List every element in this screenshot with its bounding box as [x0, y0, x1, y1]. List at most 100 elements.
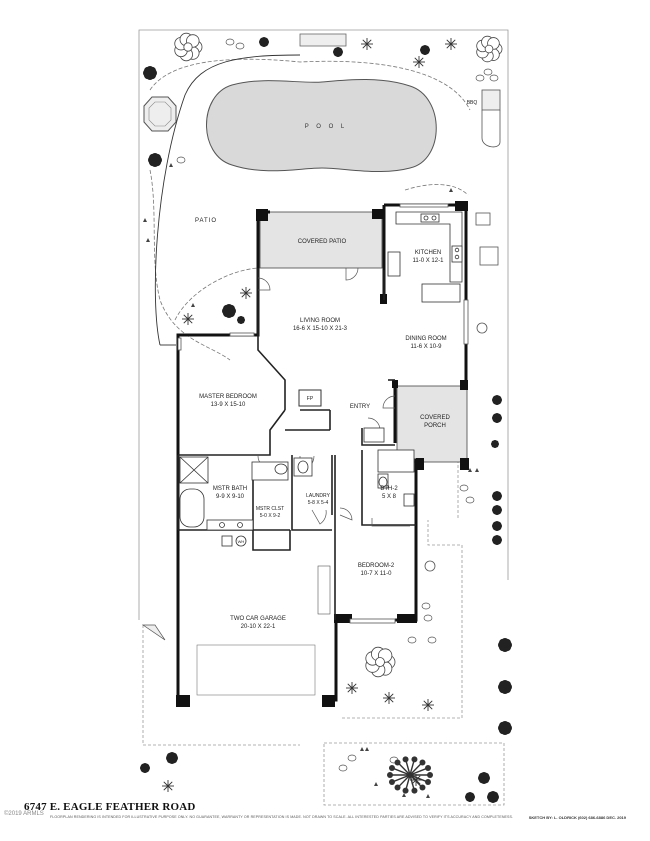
master-bath-dims: 9-9 X 9-10 [216, 494, 245, 500]
shrub [498, 638, 512, 653]
master-closet-name: MSTR CLST [256, 506, 284, 512]
flower-bush [174, 32, 203, 62]
small-plant [468, 468, 472, 472]
spiky-plant [445, 38, 457, 50]
shrub [492, 413, 502, 423]
small-plant [143, 218, 147, 222]
stepping-stone [407, 636, 417, 644]
stepping-stone [176, 156, 186, 164]
master-closet-dims: 5-0 X 9-2 [260, 513, 281, 519]
laundry-dims: 5-8 X 5-4 [308, 500, 329, 506]
disclaimer-text: FLOORPLAN RENDERING IS INTENDED FOR ILLU… [50, 815, 514, 819]
doors [257, 267, 410, 527]
spiky-plant [413, 56, 425, 68]
stepping-stone [427, 636, 437, 644]
stepping-stone [235, 42, 245, 50]
shrub [498, 721, 512, 736]
water-heater-label: WH [238, 539, 245, 544]
spiky-plant [346, 682, 358, 694]
sketch-credit: SKETCH BY: L. OLDRICK (602) 686-6886 DEC… [528, 815, 626, 820]
patio-slab [154, 54, 301, 346]
shrub [143, 66, 157, 80]
garage-dims: 20-10 X 22-1 [241, 624, 276, 630]
covered-porch-line2: PORCH [424, 423, 446, 429]
spiky-plant [240, 287, 252, 299]
stepping-stone [489, 74, 499, 82]
kitchen-fixtures [387, 211, 463, 303]
dining-room-dims: 11-6 X 10-9 [411, 344, 443, 350]
spiky-plant [182, 313, 194, 325]
yard-paths [149, 58, 471, 361]
tree [387, 756, 433, 794]
bbq-label: BBQ [467, 100, 478, 106]
spa-octagon [143, 96, 177, 132]
dining-room-name: DINING ROOM [405, 336, 446, 342]
master-bedroom-name: MASTER BEDROOM [199, 394, 257, 400]
small-plant [365, 747, 369, 751]
entry-label: ENTRY [350, 404, 370, 410]
shrub [491, 440, 499, 448]
bath2-name: BTH-2 [380, 486, 398, 492]
room-labels: KITCHEN 11-0 X 12-1 LIVING ROOM 16-6 X 1… [199, 250, 450, 630]
shrub [465, 792, 475, 802]
shrub [420, 45, 430, 55]
stepping-stone [459, 484, 469, 492]
shrub [487, 791, 500, 803]
patio-pads [424, 212, 499, 572]
covered-patio-label: COVERED PATIO [298, 239, 347, 245]
shrub [492, 491, 502, 501]
covered-porch-line1: COVERED [420, 415, 450, 421]
master-bedroom-dims: 13-9 X 15-10 [211, 402, 246, 408]
living-room-name: LIVING ROOM [300, 318, 340, 324]
stepping-stone [338, 764, 348, 772]
covered-porch [396, 385, 468, 463]
side-gate [141, 624, 166, 641]
garage-driveway-slab [196, 644, 316, 696]
copyright-notice: ©2019 ARMLS [4, 811, 44, 817]
bbq-island: BBQ [467, 89, 501, 148]
flower-bush [476, 35, 503, 63]
small-plant [475, 468, 479, 472]
stepping-stone [421, 602, 431, 610]
shrub [222, 304, 236, 318]
stepping-stone [465, 496, 475, 504]
shrub [492, 521, 502, 531]
shrub [498, 680, 512, 695]
shrub [333, 47, 343, 57]
living-room-dims: 16-6 X 15-10 X 21-3 [293, 326, 348, 332]
fireplace [298, 389, 322, 407]
small-plant [402, 793, 406, 797]
shrub [492, 535, 502, 545]
bath-fixtures [179, 427, 415, 547]
bath2-dims: 5 X 8 [382, 494, 397, 500]
flower-bush [365, 646, 396, 678]
spiky-plant [422, 699, 434, 711]
stepping-stone [475, 74, 485, 82]
kitchen-dims: 11-0 X 12-1 [413, 258, 445, 264]
bedroom2-name: BEDROOM-2 [358, 563, 395, 569]
small-plant [426, 794, 430, 798]
bedroom2-dims: 10-7 X 11-0 [361, 571, 393, 577]
small-plant [191, 303, 195, 307]
lot-lines [138, 29, 509, 806]
shrub [148, 153, 162, 167]
fireplace-label: FP [307, 396, 314, 402]
small-plant [374, 782, 378, 786]
shrub [166, 752, 178, 764]
property-address: 6747 E. EAGLE FEATHER ROAD [24, 801, 196, 813]
shrub [237, 316, 245, 324]
kitchen-name: KITCHEN [415, 250, 441, 256]
stepping-stone [225, 38, 235, 46]
small-plant [449, 188, 453, 192]
interior-walls [177, 268, 416, 620]
garage-name: TWO CAR GARAGE [230, 616, 286, 622]
shrub [478, 772, 491, 784]
shrub [492, 505, 502, 515]
pool: P O O L [206, 79, 437, 173]
shrub [259, 37, 269, 47]
stepping-stone [423, 614, 433, 622]
small-plant [146, 238, 150, 242]
spiky-plant [162, 780, 174, 792]
windows [177, 203, 469, 624]
